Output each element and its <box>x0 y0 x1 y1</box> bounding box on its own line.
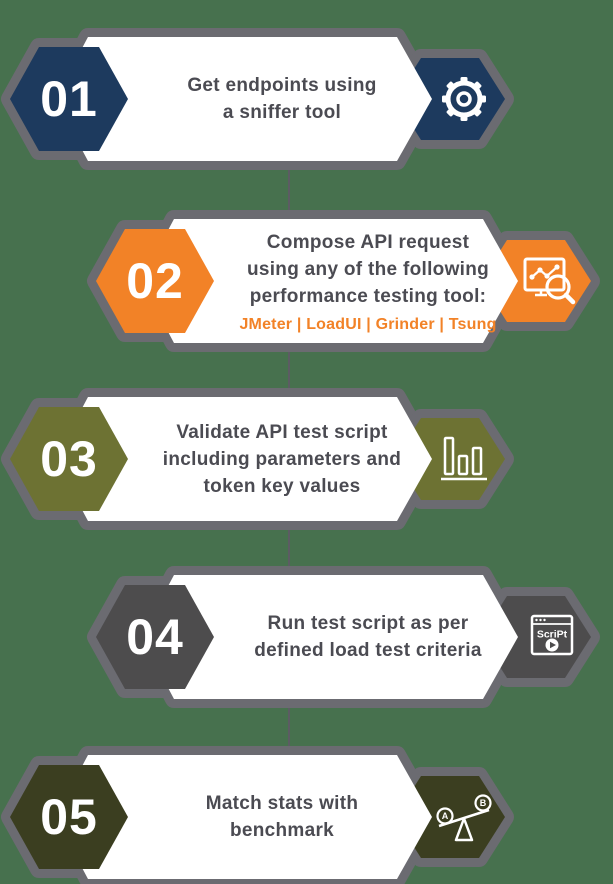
step-text-block: Run test script as per defined load test… <box>217 567 519 707</box>
step-05: A B 05 Match stats with benchmark <box>0 743 613 884</box>
step-tools-list: JMeter | LoadUI | Grinder | Tsung <box>239 315 497 333</box>
step-05-shape: A B <box>1 746 514 884</box>
step-03: 03 Validate API test script including pa… <box>0 385 613 535</box>
step-03-shape <box>1 388 514 530</box>
gear-icon <box>442 77 486 121</box>
step-description: Match stats with benchmark <box>205 793 359 841</box>
step-description: Compose API request using any of the fol… <box>246 231 490 307</box>
balance-left-label: A <box>442 811 449 821</box>
step-text-block: Compose API request using any of the fol… <box>217 211 519 351</box>
step-01-shape <box>1 28 514 170</box>
step-description: Get endpoints using a sniffer tool <box>187 75 377 123</box>
step-description: Validate API test script including param… <box>162 421 402 497</box>
bar-chart-icon <box>441 436 487 481</box>
step-text-block: Get endpoints using a sniffer tool <box>131 29 433 169</box>
step-number: 03 <box>40 431 98 487</box>
step-number: 04 <box>126 609 184 665</box>
step-02: 02 Compose API request using any of the … <box>0 207 613 357</box>
step-number: 05 <box>40 789 98 845</box>
balance-right-label: B <box>480 798 487 808</box>
step-04-shape: ScriPt <box>87 566 600 708</box>
step-text-block: Match stats with benchmark <box>131 747 433 884</box>
step-number: 02 <box>126 253 184 309</box>
step-04: ScriPt 04 Run test script as per defined… <box>0 563 613 713</box>
step-02-shape <box>87 210 600 352</box>
step-number: 01 <box>40 71 98 127</box>
balance-scale-icon: A B <box>436 794 492 842</box>
step-description: Run test script as per defined load test… <box>254 613 482 661</box>
step-text-block: Validate API test script including param… <box>131 389 433 529</box>
step-01: 01 Get endpoints using a sniffer tool <box>0 25 613 175</box>
script-window-icon: ScriPt <box>530 614 574 656</box>
analytics-magnifier-icon <box>523 257 576 305</box>
script-icon-text: ScriPt <box>537 629 568 641</box>
